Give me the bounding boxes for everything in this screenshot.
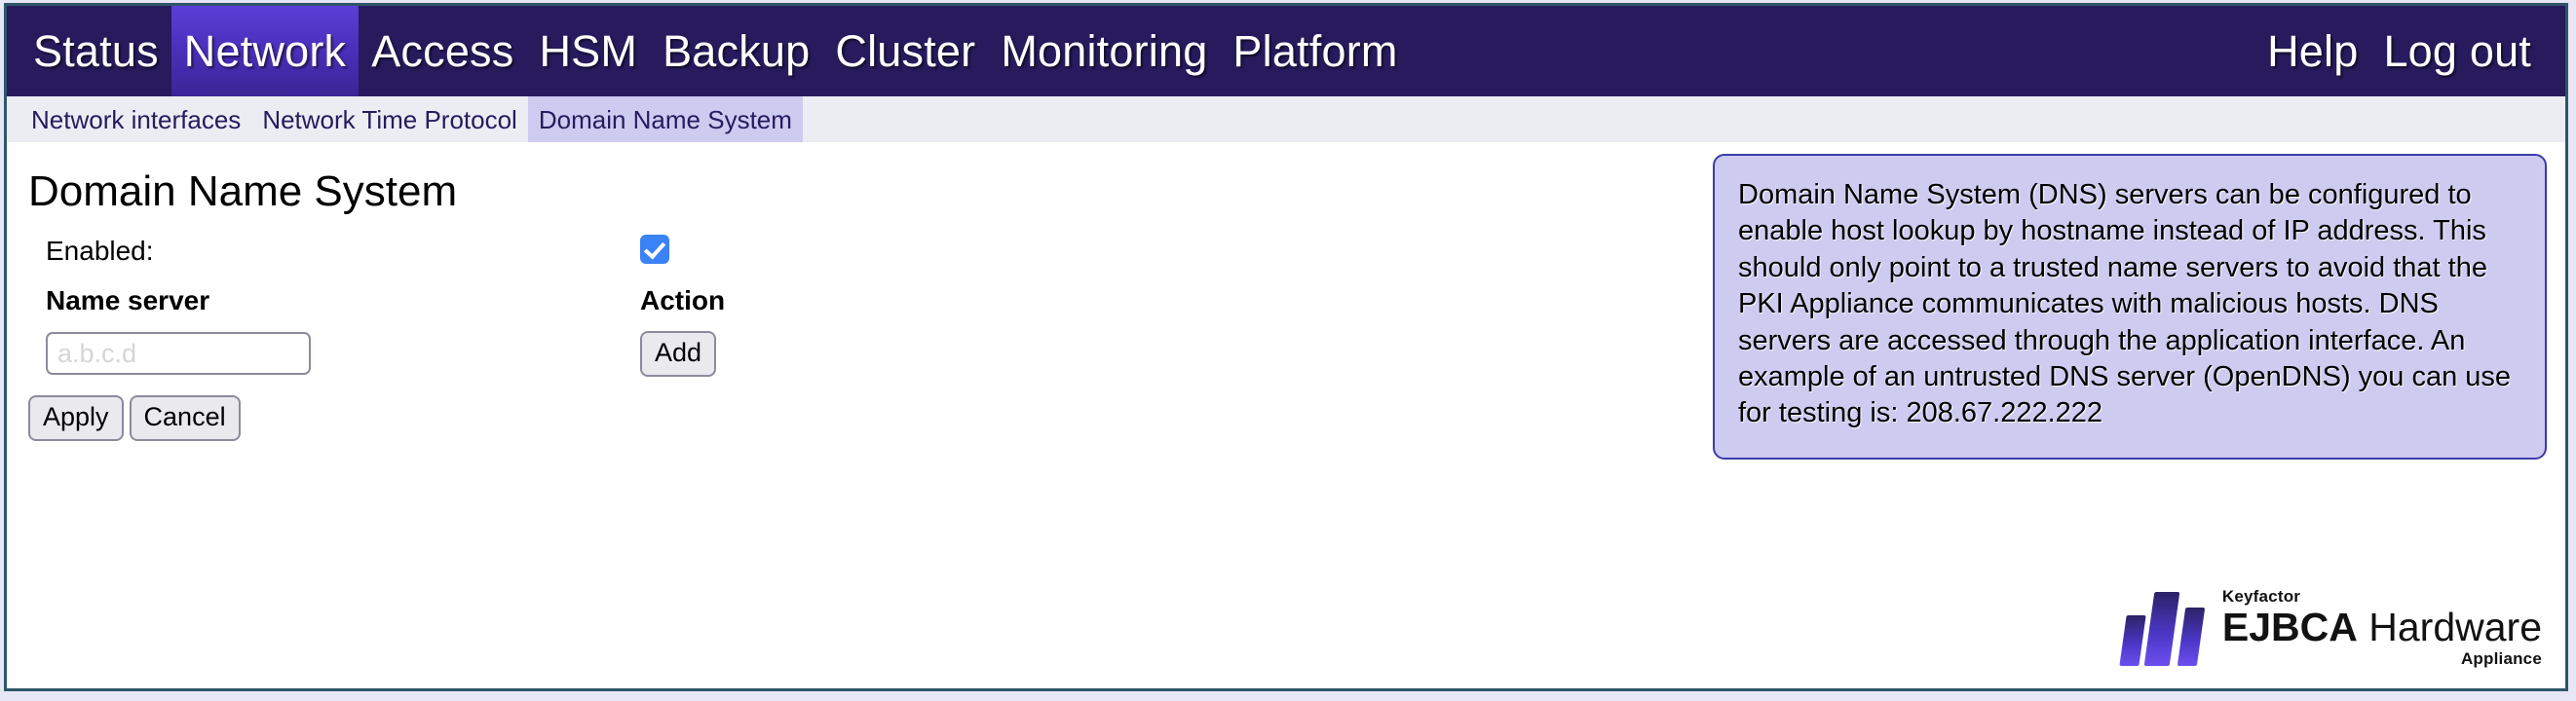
dns-form: Enabled: Name server Action Add (46, 226, 1636, 382)
logo-bar-3 (2177, 607, 2206, 666)
app-window: Status Network Access HSM Backup Cluster… (4, 3, 2568, 691)
nav-item-label: HSM (539, 26, 638, 76)
subnav-item-network-time-protocol[interactable]: Network Time Protocol (251, 96, 528, 142)
logo-product-primary: EJBCA (2221, 605, 2358, 649)
apply-button[interactable]: Apply (28, 395, 124, 442)
help-info-box: Domain Name System (DNS) servers can be … (1713, 154, 2547, 460)
table-header-row: Name server Action (46, 277, 1636, 325)
primary-nav-items: Status Network Access HSM Backup Cluster… (20, 6, 1411, 96)
enabled-checkbox-cell (640, 234, 893, 269)
help-info-text: Domain Name System (DNS) servers can be … (1738, 179, 2512, 429)
keyfactor-mark-icon (2119, 590, 2206, 666)
logo-brand: Keyfactor (2221, 587, 2301, 606)
logo-subtitle: Appliance (2460, 649, 2542, 668)
subnav-item-label: Domain Name System (538, 104, 792, 134)
nav-item-label: Log out (2383, 26, 2531, 76)
nav-item-help[interactable]: Help (2254, 6, 2370, 96)
nav-item-platform[interactable]: Platform (1220, 6, 1410, 96)
nav-item-label: Status (33, 26, 159, 76)
logo-bar-2 (2143, 591, 2180, 666)
nav-item-backup[interactable]: Backup (650, 6, 822, 96)
nav-item-label: Backup (663, 26, 811, 76)
main-content: Domain Name System Enabled: Name server … (7, 142, 2565, 688)
nav-item-status[interactable]: Status (20, 6, 171, 96)
secondary-navigation: Network interfaces Network Time Protocol… (7, 96, 2565, 142)
logo-wordmark: Keyfactor EJBCA Hardware Appliance (2222, 588, 2542, 667)
page-title: Domain Name System (28, 167, 458, 215)
product-logo: Keyfactor EJBCA Hardware Appliance (2119, 588, 2542, 667)
logo-product: EJBCA Hardware (2222, 608, 2542, 647)
nav-item-cluster[interactable]: Cluster (822, 6, 988, 96)
subnav-item-domain-name-system[interactable]: Domain Name System (527, 96, 803, 142)
subnav-item-label: Network Time Protocol (262, 104, 517, 134)
nav-item-network[interactable]: Network (170, 6, 360, 96)
subnav-item-network-interfaces[interactable]: Network interfaces (20, 96, 251, 142)
enabled-label: Enabled: (46, 236, 154, 267)
primary-navigation: Status Network Access HSM Backup Cluster… (7, 6, 2565, 96)
name-server-cell (46, 332, 640, 376)
nav-item-label: Platform (1232, 26, 1398, 76)
action-cell: Add (640, 330, 893, 377)
name-server-input[interactable] (46, 332, 311, 376)
nav-item-monitoring[interactable]: Monitoring (988, 6, 1220, 96)
column-header-action: Action (640, 285, 726, 316)
nav-item-hsm[interactable]: HSM (526, 6, 650, 96)
nav-item-access[interactable]: Access (359, 6, 526, 96)
logo-bar-1 (2119, 614, 2146, 666)
enabled-checkbox[interactable] (640, 234, 669, 264)
logo-product-secondary: Hardware (2368, 605, 2542, 649)
table-row: Add (46, 325, 1636, 382)
nav-item-label: Monitoring (1001, 26, 1208, 76)
enabled-row: Enabled: (46, 226, 1636, 277)
column-header-name-server: Name server (46, 285, 210, 316)
nav-item-label: Access (371, 26, 514, 76)
dns-settings-panel: Domain Name System Enabled: Name server … (28, 167, 1636, 442)
subnav-item-label: Network interfaces (31, 104, 242, 134)
form-actions: Apply Cancel (28, 395, 1636, 442)
nav-item-label: Network (183, 26, 347, 76)
nav-item-log-out[interactable]: Log out (2370, 6, 2544, 96)
nav-item-label: Help (2267, 26, 2359, 76)
add-button[interactable]: Add (640, 330, 717, 377)
cancel-button[interactable]: Cancel (129, 395, 241, 442)
nav-item-label: Cluster (835, 26, 976, 76)
primary-nav-utility-items: Help Log out (2254, 6, 2565, 96)
